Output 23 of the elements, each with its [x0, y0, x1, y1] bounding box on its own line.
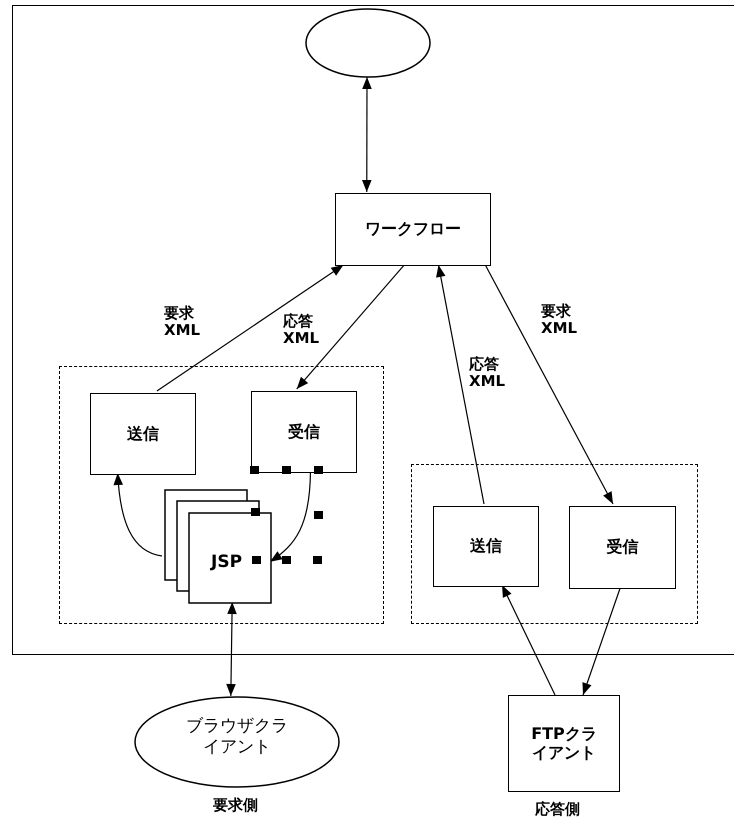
arrow	[362, 77, 372, 192]
arrow	[296, 264, 405, 390]
arrow	[484, 264, 614, 504]
side-caption: 応答側	[534, 800, 581, 818]
process-box: 受信	[251, 391, 357, 473]
frame-border	[12, 5, 734, 655]
process-box: 送信	[90, 393, 196, 475]
arrow	[270, 470, 312, 562]
document-label: JSP	[211, 552, 242, 572]
dashed-group-frame	[59, 366, 384, 624]
process-box: 送信	[433, 506, 539, 587]
ellipse-label: ブラウザクライアント	[186, 716, 288, 758]
process-box: 受信	[569, 506, 676, 589]
arrow	[436, 264, 485, 504]
process-box: ワークフロー	[335, 193, 491, 266]
process-box: FTPクライアント	[508, 695, 620, 792]
arrow	[582, 586, 622, 696]
dashed-group-frame	[411, 464, 698, 624]
side-caption: 要求側	[212, 796, 259, 814]
arrow	[114, 472, 162, 557]
arrow	[226, 602, 237, 696]
arrow	[156, 264, 344, 392]
arrow	[501, 584, 556, 696]
